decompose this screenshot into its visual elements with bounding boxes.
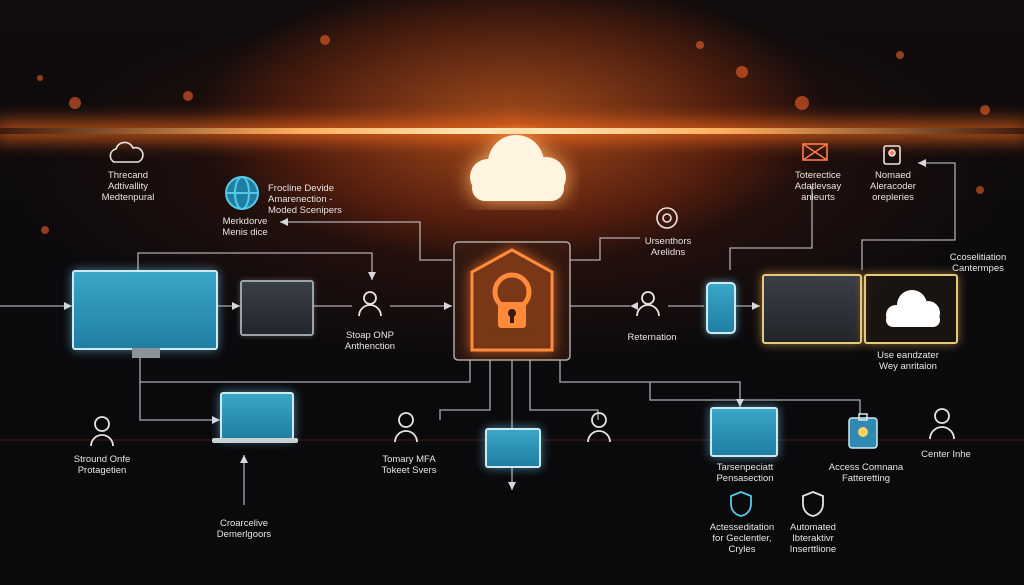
badge-icon — [846, 412, 880, 450]
user-icon — [355, 288, 385, 318]
label-center: Center Inhe — [921, 449, 971, 460]
mfa-token-screen-icon[interactable] — [485, 428, 541, 468]
analytics-tablet-icon[interactable] — [240, 280, 314, 336]
monitor-stand — [132, 348, 160, 358]
laptop-base — [212, 438, 298, 443]
transfer-screen-icon[interactable] — [710, 407, 778, 457]
user-icon — [392, 410, 420, 444]
network-icon — [800, 140, 830, 164]
report-panel-icon[interactable] — [762, 274, 862, 344]
shield-icon — [800, 490, 826, 518]
dashboard-monitor-icon[interactable] — [72, 270, 218, 350]
user-icon — [926, 405, 958, 441]
label-referral: Reternation — [627, 332, 677, 343]
user-icon — [88, 414, 116, 448]
user-icon — [585, 410, 613, 444]
badge-icon — [880, 140, 904, 166]
globe-icon — [222, 173, 262, 213]
laptop-icon[interactable] — [220, 392, 294, 440]
cloud-alert-icon — [106, 140, 146, 166]
phone-icon[interactable] — [706, 282, 736, 334]
lock-hub[interactable] — [452, 240, 572, 362]
horizon-glow-line — [0, 128, 1024, 134]
cloud-icon — [450, 125, 580, 210]
cloud-storage-icon[interactable] — [864, 274, 958, 344]
target-icon — [654, 205, 680, 231]
user-icon — [633, 288, 663, 318]
shield-icon — [728, 490, 754, 518]
